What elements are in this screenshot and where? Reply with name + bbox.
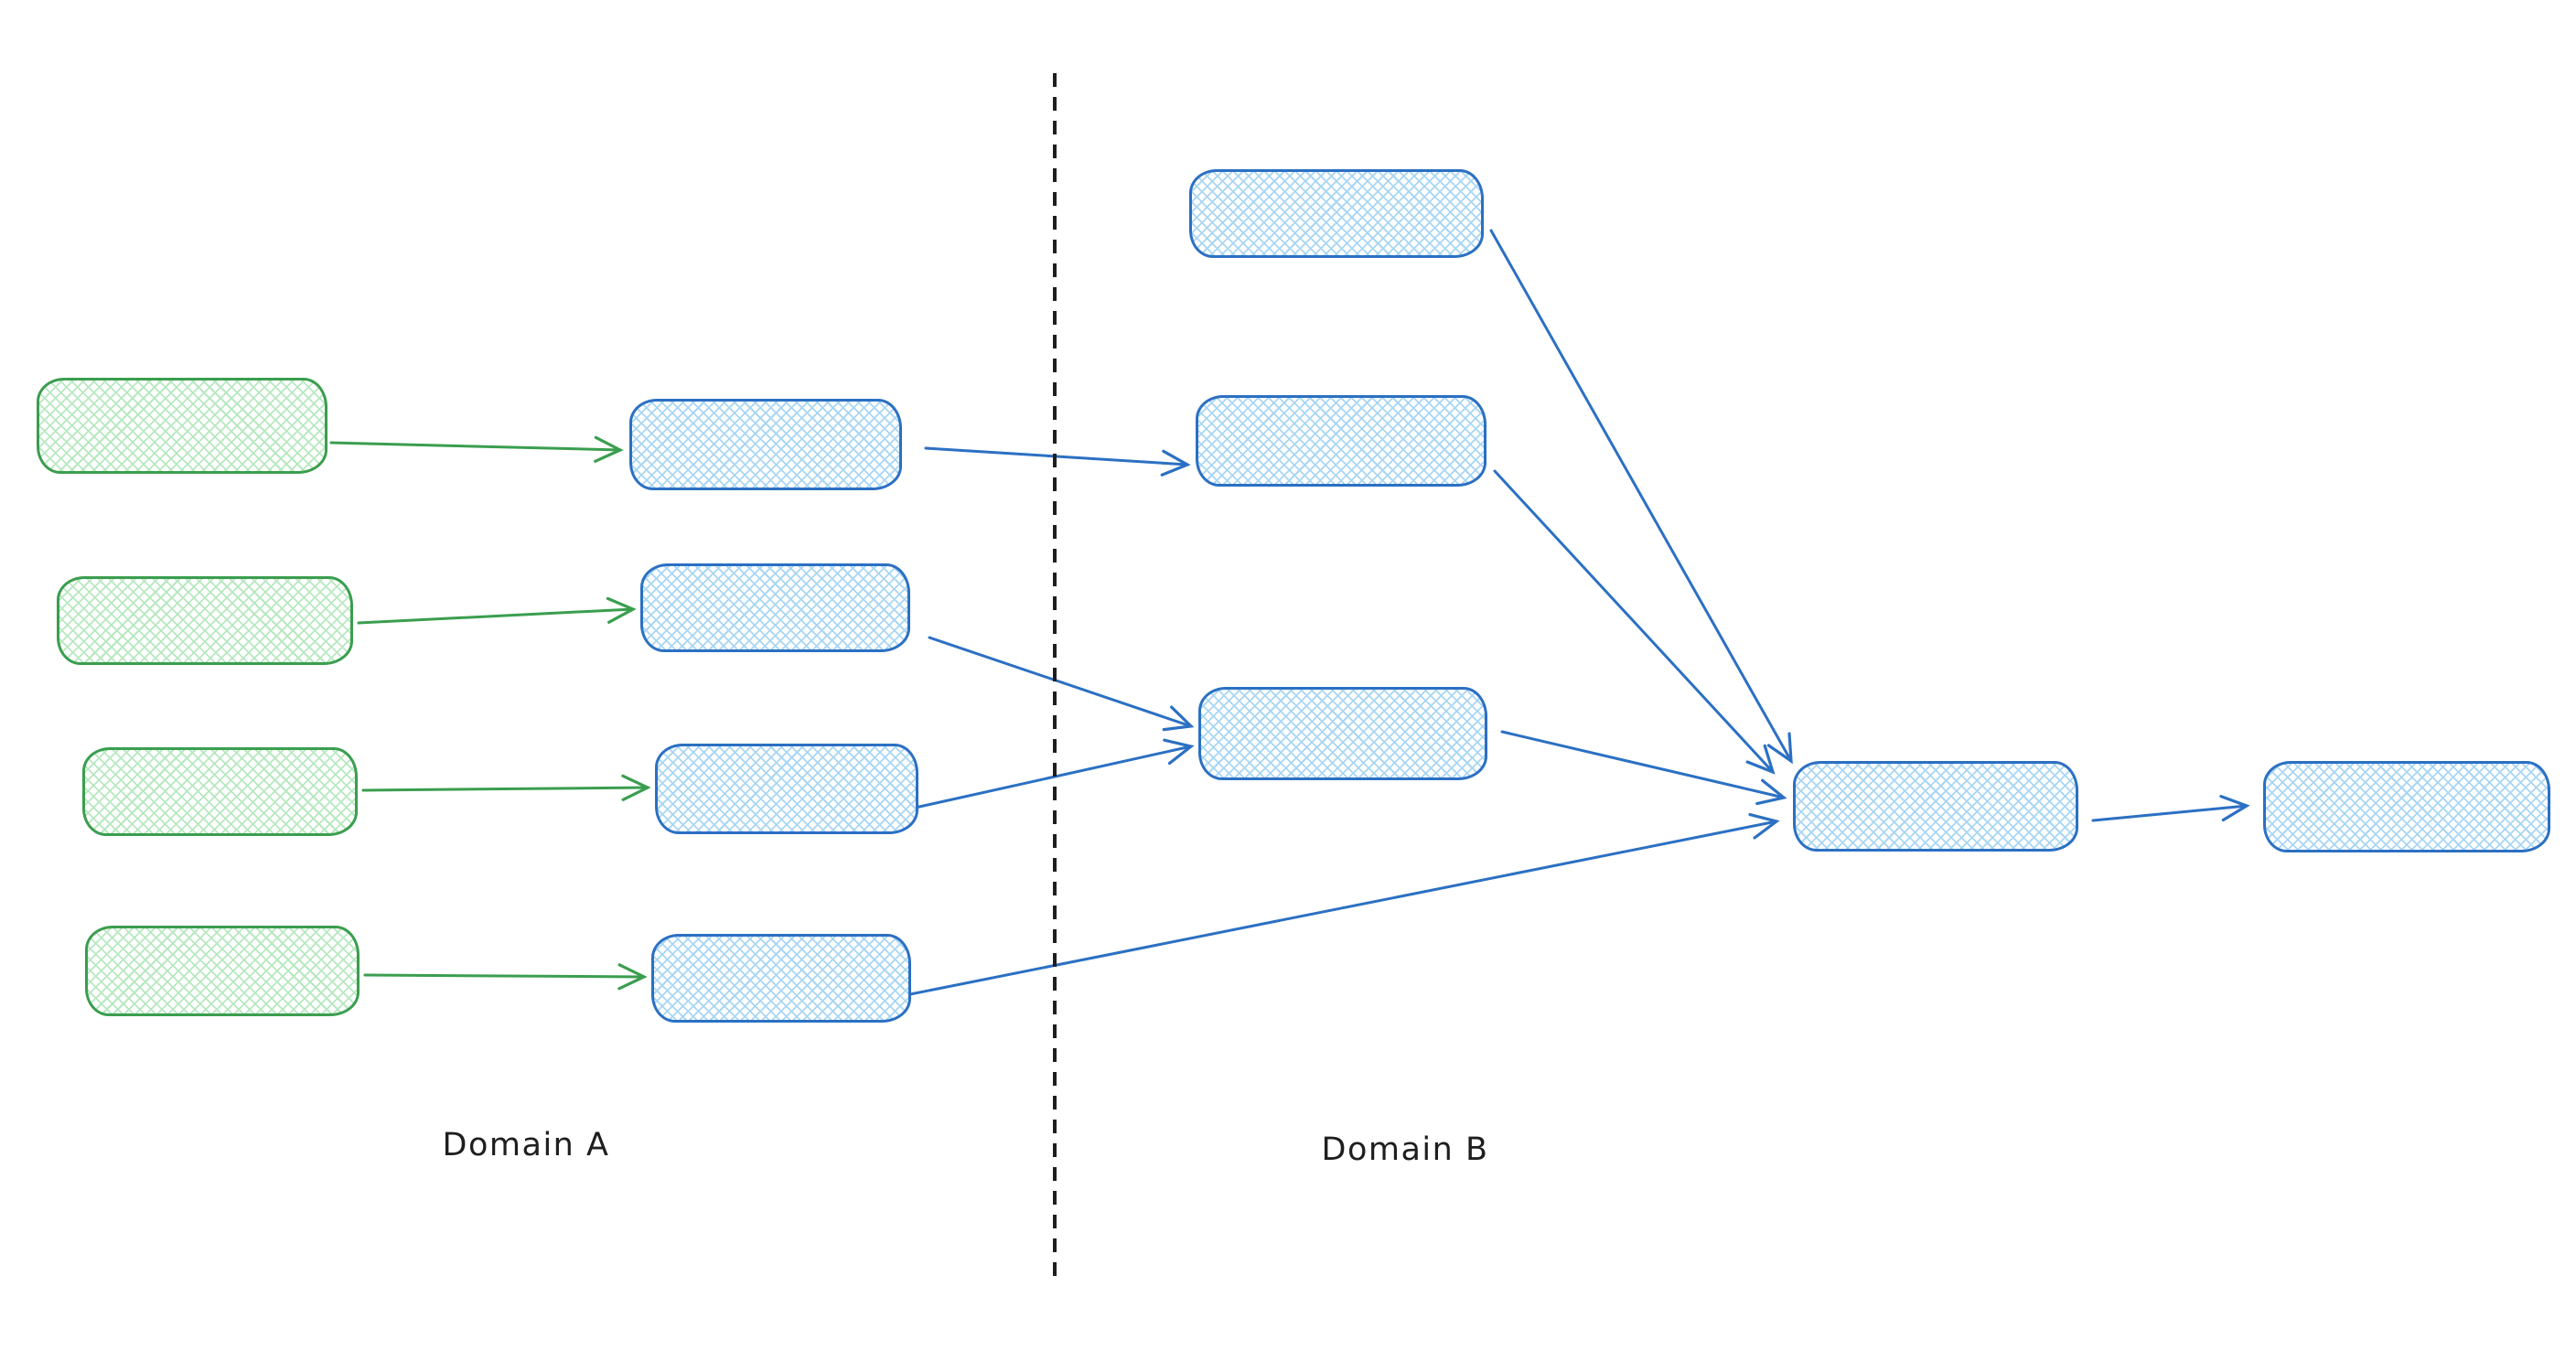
arrow-domain-a-source-4-to-domain-a-stage-4[interactable] <box>363 963 648 991</box>
arrow-domain-a-stage-4-to-domain-b-hub[interactable] <box>904 812 1780 997</box>
node-domain-a-source-3[interactable] <box>82 747 358 836</box>
arrow-domain-a-stage-3-to-domain-b-merge[interactable] <box>909 738 1195 810</box>
node-domain-a-source-2[interactable] <box>57 576 353 665</box>
node-domain-a-stage-2[interactable] <box>640 563 910 652</box>
label-domain-a[interactable]: Domain A <box>442 1127 610 1163</box>
node-domain-b-output[interactable] <box>2263 761 2550 852</box>
label-domain-b[interactable]: Domain B <box>1321 1131 1489 1168</box>
node-domain-a-stage-4[interactable] <box>651 934 911 1023</box>
node-domain-a-stage-3[interactable] <box>655 744 918 834</box>
arrow-domain-a-source-3-to-domain-a-stage-3[interactable] <box>361 774 651 801</box>
arrow-domain-a-source-2-to-domain-a-stage-2[interactable] <box>357 596 637 625</box>
node-domain-b-input-1[interactable] <box>1189 169 1484 258</box>
arrow-domain-b-hub-to-domain-b-output[interactable] <box>2091 795 2250 822</box>
arrow-domain-a-source-1-to-domain-a-stage-1[interactable] <box>329 435 624 463</box>
arrow-domain-a-stage-2-to-domain-b-merge[interactable] <box>928 636 1195 732</box>
arrow-domain-b-merge-to-domain-b-hub[interactable] <box>1500 730 1787 806</box>
node-domain-b-hub[interactable] <box>1793 761 2078 852</box>
node-domain-a-stage-1[interactable] <box>629 399 902 490</box>
node-domain-a-source-4[interactable] <box>85 926 360 1016</box>
node-domain-b-input-2[interactable] <box>1196 395 1487 487</box>
arrow-domain-b-input-1-to-domain-b-hub[interactable] <box>1489 229 1793 765</box>
node-domain-a-source-1[interactable] <box>37 378 327 474</box>
arrow-domain-b-input-2-to-domain-b-hub[interactable] <box>1493 469 1776 775</box>
node-domain-b-merge[interactable] <box>1198 687 1487 780</box>
